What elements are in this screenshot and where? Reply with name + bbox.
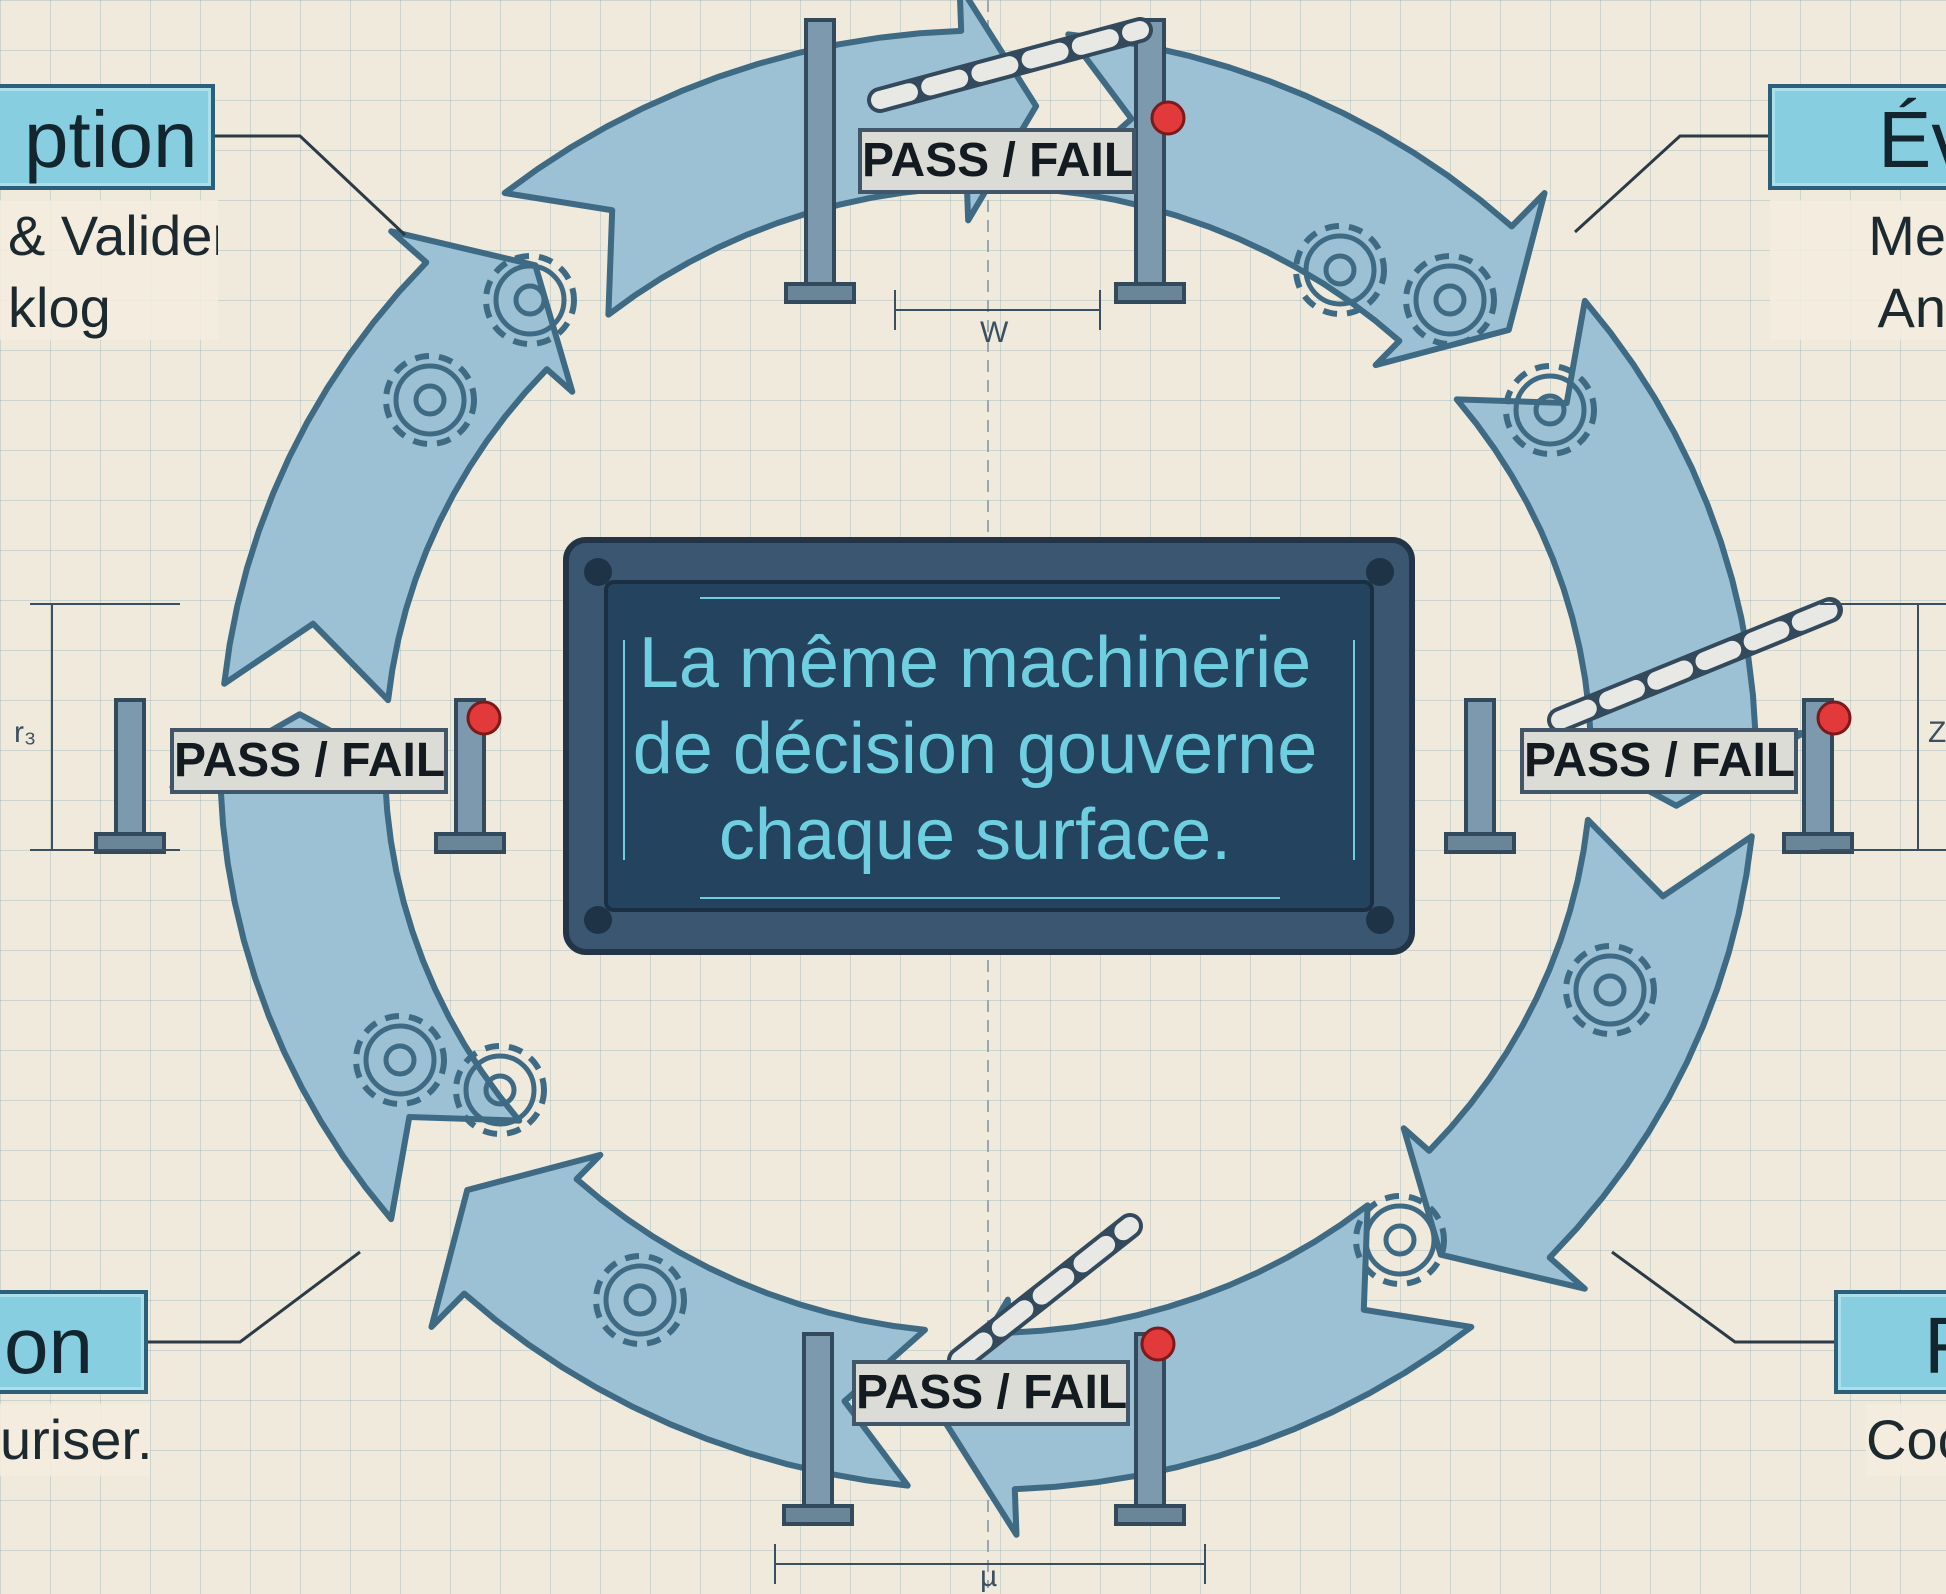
gate-label-bottom: PASS / FAIL bbox=[852, 1360, 1130, 1426]
callout-line: An bbox=[1877, 276, 1946, 339]
barrier-arm-stripes bbox=[871, 21, 1149, 109]
center-panel bbox=[563, 537, 1415, 955]
dimension-label-bottom: µ bbox=[980, 1560, 998, 1593]
gate-post-base bbox=[1782, 832, 1854, 854]
arrow-segment bbox=[1048, 31, 1548, 369]
dimension-label-left: r₃ bbox=[14, 716, 37, 749]
arrow-segment bbox=[1400, 816, 1755, 1292]
center-message-line: La même machinerie bbox=[638, 623, 1312, 703]
gate-label-left: PASS / FAIL bbox=[170, 728, 448, 794]
dimension-label-top: W bbox=[980, 316, 1009, 349]
gate-post bbox=[1134, 18, 1166, 302]
callout-top-left: ption bbox=[0, 84, 215, 190]
callout-bottom-right: F bbox=[1834, 1290, 1946, 1394]
gate-label-top: PASS / FAIL bbox=[858, 128, 1136, 194]
callout-line: klog bbox=[8, 276, 111, 339]
gate-post bbox=[1134, 1332, 1166, 1524]
gate-post bbox=[804, 18, 836, 302]
arrow-segment bbox=[1453, 297, 1807, 809]
callout-title: ption bbox=[24, 95, 198, 184]
callout-desc-top-left: & Valider klog bbox=[0, 200, 218, 340]
indicator-light-icon bbox=[466, 700, 502, 736]
gate-post-base bbox=[1444, 832, 1516, 854]
screw-icon bbox=[584, 906, 612, 934]
indicator-light-icon bbox=[1816, 700, 1852, 736]
indicator-light-icon bbox=[1140, 1326, 1176, 1362]
barrier-arm-stripes bbox=[951, 1217, 1139, 1369]
callout-line: uriser. bbox=[0, 1408, 150, 1471]
callout-desc-top-right: Me An bbox=[1770, 200, 1946, 340]
gate-post-base bbox=[782, 1504, 854, 1526]
arrow-segment bbox=[221, 228, 576, 704]
gate-label-right: PASS / FAIL bbox=[1520, 728, 1798, 794]
callout-desc-bottom-left: uriser. bbox=[0, 1404, 150, 1476]
dimension-lines bbox=[30, 290, 1946, 1584]
gates bbox=[94, 17, 1854, 1526]
screw-icon bbox=[1366, 906, 1394, 934]
center-message-line: de décision gouverne bbox=[632, 709, 1318, 789]
arrow-segment bbox=[428, 1151, 928, 1489]
leader-lines bbox=[148, 134, 1836, 1344]
callout-title: Éva bbox=[1878, 95, 1946, 184]
gate-post-base bbox=[1114, 282, 1186, 304]
dimension-label-right: Z bbox=[1928, 716, 1946, 749]
center-message-line: chaque surface. bbox=[718, 795, 1232, 875]
callout-top-right: Éva bbox=[1768, 84, 1946, 190]
callout-line: Me bbox=[1868, 204, 1946, 267]
gate-post-base bbox=[434, 832, 506, 854]
callout-bottom-left: on bbox=[0, 1290, 148, 1394]
gate-post bbox=[1464, 698, 1496, 852]
center-message: La même machinerie de décision gouverne … bbox=[610, 620, 1340, 878]
callout-line: Coc bbox=[1866, 1408, 1946, 1471]
gate-post bbox=[114, 698, 146, 852]
gate-post-base bbox=[94, 832, 166, 854]
barrier-arm-stripes bbox=[1551, 601, 1839, 729]
gate-post-base bbox=[784, 282, 856, 304]
callout-title: F bbox=[1924, 1298, 1946, 1390]
indicator-light-icon bbox=[1150, 100, 1186, 136]
gate-post bbox=[802, 1332, 834, 1524]
arrow-segment bbox=[501, 0, 1040, 318]
screw-icon bbox=[1366, 558, 1394, 586]
gate-post-base bbox=[1114, 1504, 1186, 1526]
callout-title: on bbox=[4, 1301, 93, 1390]
screw-icon bbox=[584, 558, 612, 586]
callout-line: & Valider bbox=[8, 204, 218, 267]
callout-desc-bottom-right: Coc bbox=[1866, 1404, 1946, 1476]
